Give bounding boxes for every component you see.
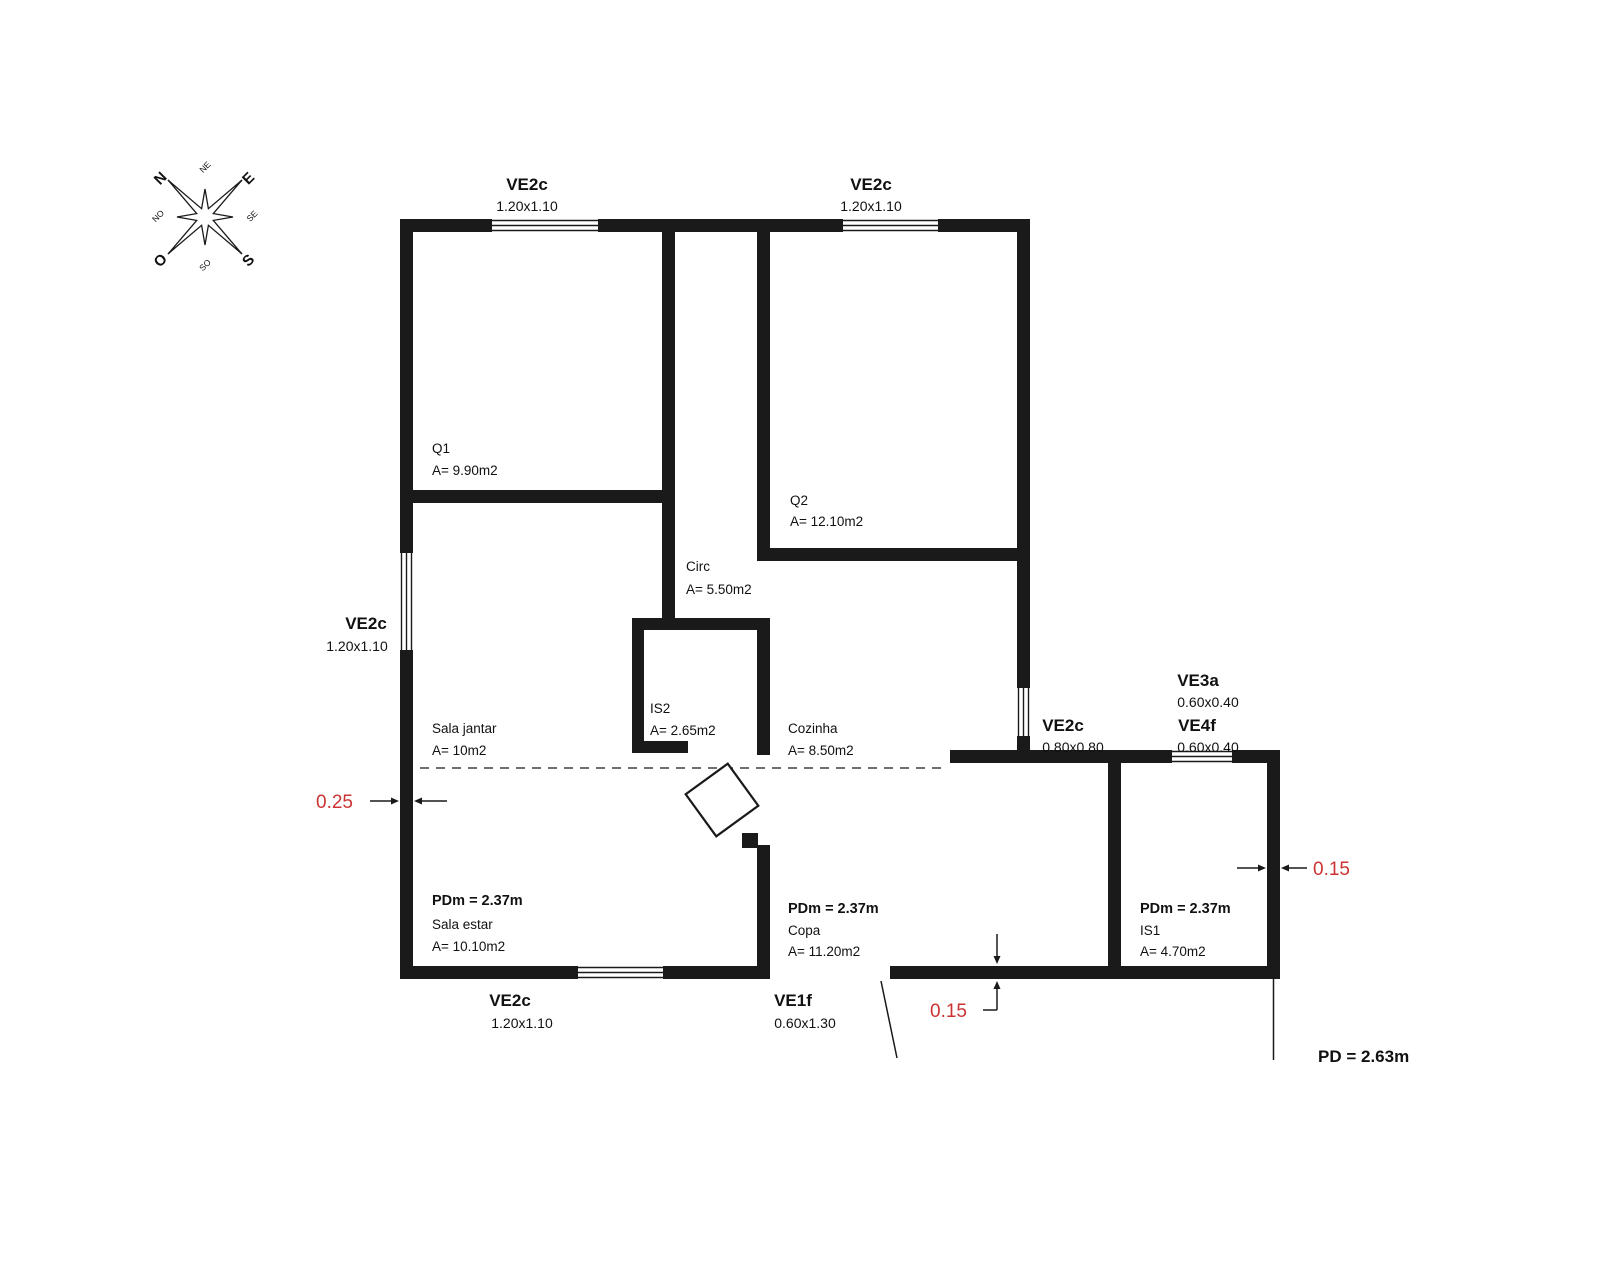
window-size-top-right: 1.20x1.10	[840, 198, 902, 214]
wall-segment	[757, 548, 1030, 561]
wall-segment	[598, 219, 843, 232]
room-label-is1: IS1	[1140, 923, 1160, 938]
room-label-q2: Q2	[790, 493, 808, 508]
room-pdm-copa: PDm = 2.37m	[788, 901, 879, 917]
wall-segment	[1108, 763, 1121, 966]
compass-rose: N E S O NE SE SO NO	[150, 159, 260, 273]
wall-segment	[890, 966, 1280, 979]
room-label-circ: Circ	[686, 559, 710, 574]
room-label-q1: Q1	[432, 441, 450, 456]
compass-label-e: E	[239, 169, 258, 188]
room-area-sala-estar: A= 10.10m2	[432, 939, 505, 954]
door-leaf-ve1f	[880, 980, 898, 1059]
window-symbols	[400, 219, 1232, 979]
compass-label-so: SO	[197, 257, 213, 273]
door-leaf-rect	[684, 762, 760, 838]
window-labels: VE2c 1.20x1.10 VE2c 1.20x1.10 VE2c 1.20x…	[326, 175, 1239, 1031]
wall-segment	[632, 741, 688, 753]
room-label-copa: Copa	[788, 923, 821, 938]
window-label-kitchen-east: VE2c	[1042, 716, 1084, 735]
room-area-cozinha: A= 8.50m2	[788, 743, 854, 758]
window-label-ve3a: VE3a	[1177, 671, 1219, 690]
compass-star	[167, 179, 243, 255]
dimension-right-wall: 0.15	[1237, 859, 1350, 880]
wall-segment	[400, 219, 413, 553]
dim-text-left-wall: 0.25	[316, 792, 353, 813]
wall-segment	[400, 966, 578, 979]
window-label-ve4f: VE4f	[1178, 716, 1216, 735]
wall-segment	[742, 833, 758, 848]
dim-arrow	[993, 956, 1001, 964]
wall-segment	[632, 618, 644, 753]
room-area-q2: A= 12.10m2	[790, 514, 863, 529]
room-area-sala-jantar: A= 10m2	[432, 743, 486, 758]
window-size-ve3a: 0.60x0.40	[1177, 694, 1239, 710]
compass-label-n: N	[151, 169, 171, 189]
window-label-top-right: VE2c	[850, 175, 892, 194]
door-size-ve1f: 0.60x1.30	[774, 1015, 836, 1031]
dim-arrow	[993, 981, 1001, 989]
room-label-is2: IS2	[650, 701, 670, 716]
walls	[400, 219, 1280, 979]
wall-segment	[400, 650, 413, 979]
wall-segment	[663, 966, 770, 979]
wall-segment	[400, 219, 492, 232]
wall-segment	[757, 845, 770, 966]
compass-label-s: S	[239, 251, 258, 270]
room-area-q1: A= 9.90m2	[432, 463, 498, 478]
window-size-left: 1.20x1.10	[326, 638, 388, 654]
dim-arrow	[1258, 864, 1266, 872]
window-size-ve4f: 0.60x0.40	[1177, 739, 1239, 755]
room-label-cozinha: Cozinha	[788, 721, 838, 736]
dimension-left-wall: 0.25	[316, 792, 447, 813]
room-pdm-is1: PDm = 2.37m	[1140, 901, 1231, 917]
dim-arrow	[391, 797, 399, 805]
room-label-sala-estar: Sala estar	[432, 917, 493, 932]
window-label-top-left: VE2c	[506, 175, 548, 194]
window-size-top-left: 1.20x1.10	[496, 198, 558, 214]
ceiling-height-label: PD = 2.63m	[1318, 1047, 1409, 1066]
dimension-bottom-wall: 0.15	[930, 934, 1001, 1022]
dim-arrow	[1281, 864, 1289, 872]
room-area-circ: A= 5.50m2	[686, 582, 752, 597]
wall-segment	[1017, 219, 1030, 688]
wall-segment	[938, 219, 1030, 232]
window-size-bottom: 1.20x1.10	[491, 1015, 553, 1031]
door-leaf-interior	[684, 762, 760, 838]
room-pdm-sala-estar: PDm = 2.37m	[432, 893, 523, 909]
wall-segment	[757, 232, 770, 561]
wall-segment	[632, 618, 760, 630]
wall-segment	[950, 750, 1172, 763]
room-labels: Q1 A= 9.90m2 Q2 A= 12.10m2 Circ A= 5.50m…	[432, 441, 1231, 959]
room-area-is2: A= 2.65m2	[650, 723, 716, 738]
room-label-sala-jantar: Sala jantar	[432, 721, 497, 736]
window-size-kitchen-east: 0.80x0.80	[1042, 739, 1104, 755]
dim-text-bottom-wall: 0.15	[930, 1001, 967, 1022]
room-area-is1: A= 4.70m2	[1140, 944, 1206, 959]
room-area-copa: A= 11.20m2	[788, 944, 860, 959]
window-label-left: VE2c	[345, 614, 387, 633]
wall-segment	[662, 232, 675, 618]
compass-label-no: NO	[150, 208, 166, 224]
wall-segment	[413, 490, 675, 503]
compass-label-se: SE	[244, 208, 259, 223]
compass-label-ne: NE	[197, 159, 213, 175]
wall-segment	[757, 618, 770, 755]
wall-segment	[1267, 750, 1280, 979]
dim-text-right-wall: 0.15	[1313, 859, 1350, 880]
window-label-bottom: VE2c	[489, 991, 531, 1010]
door-label-ve1f: VE1f	[774, 991, 812, 1010]
